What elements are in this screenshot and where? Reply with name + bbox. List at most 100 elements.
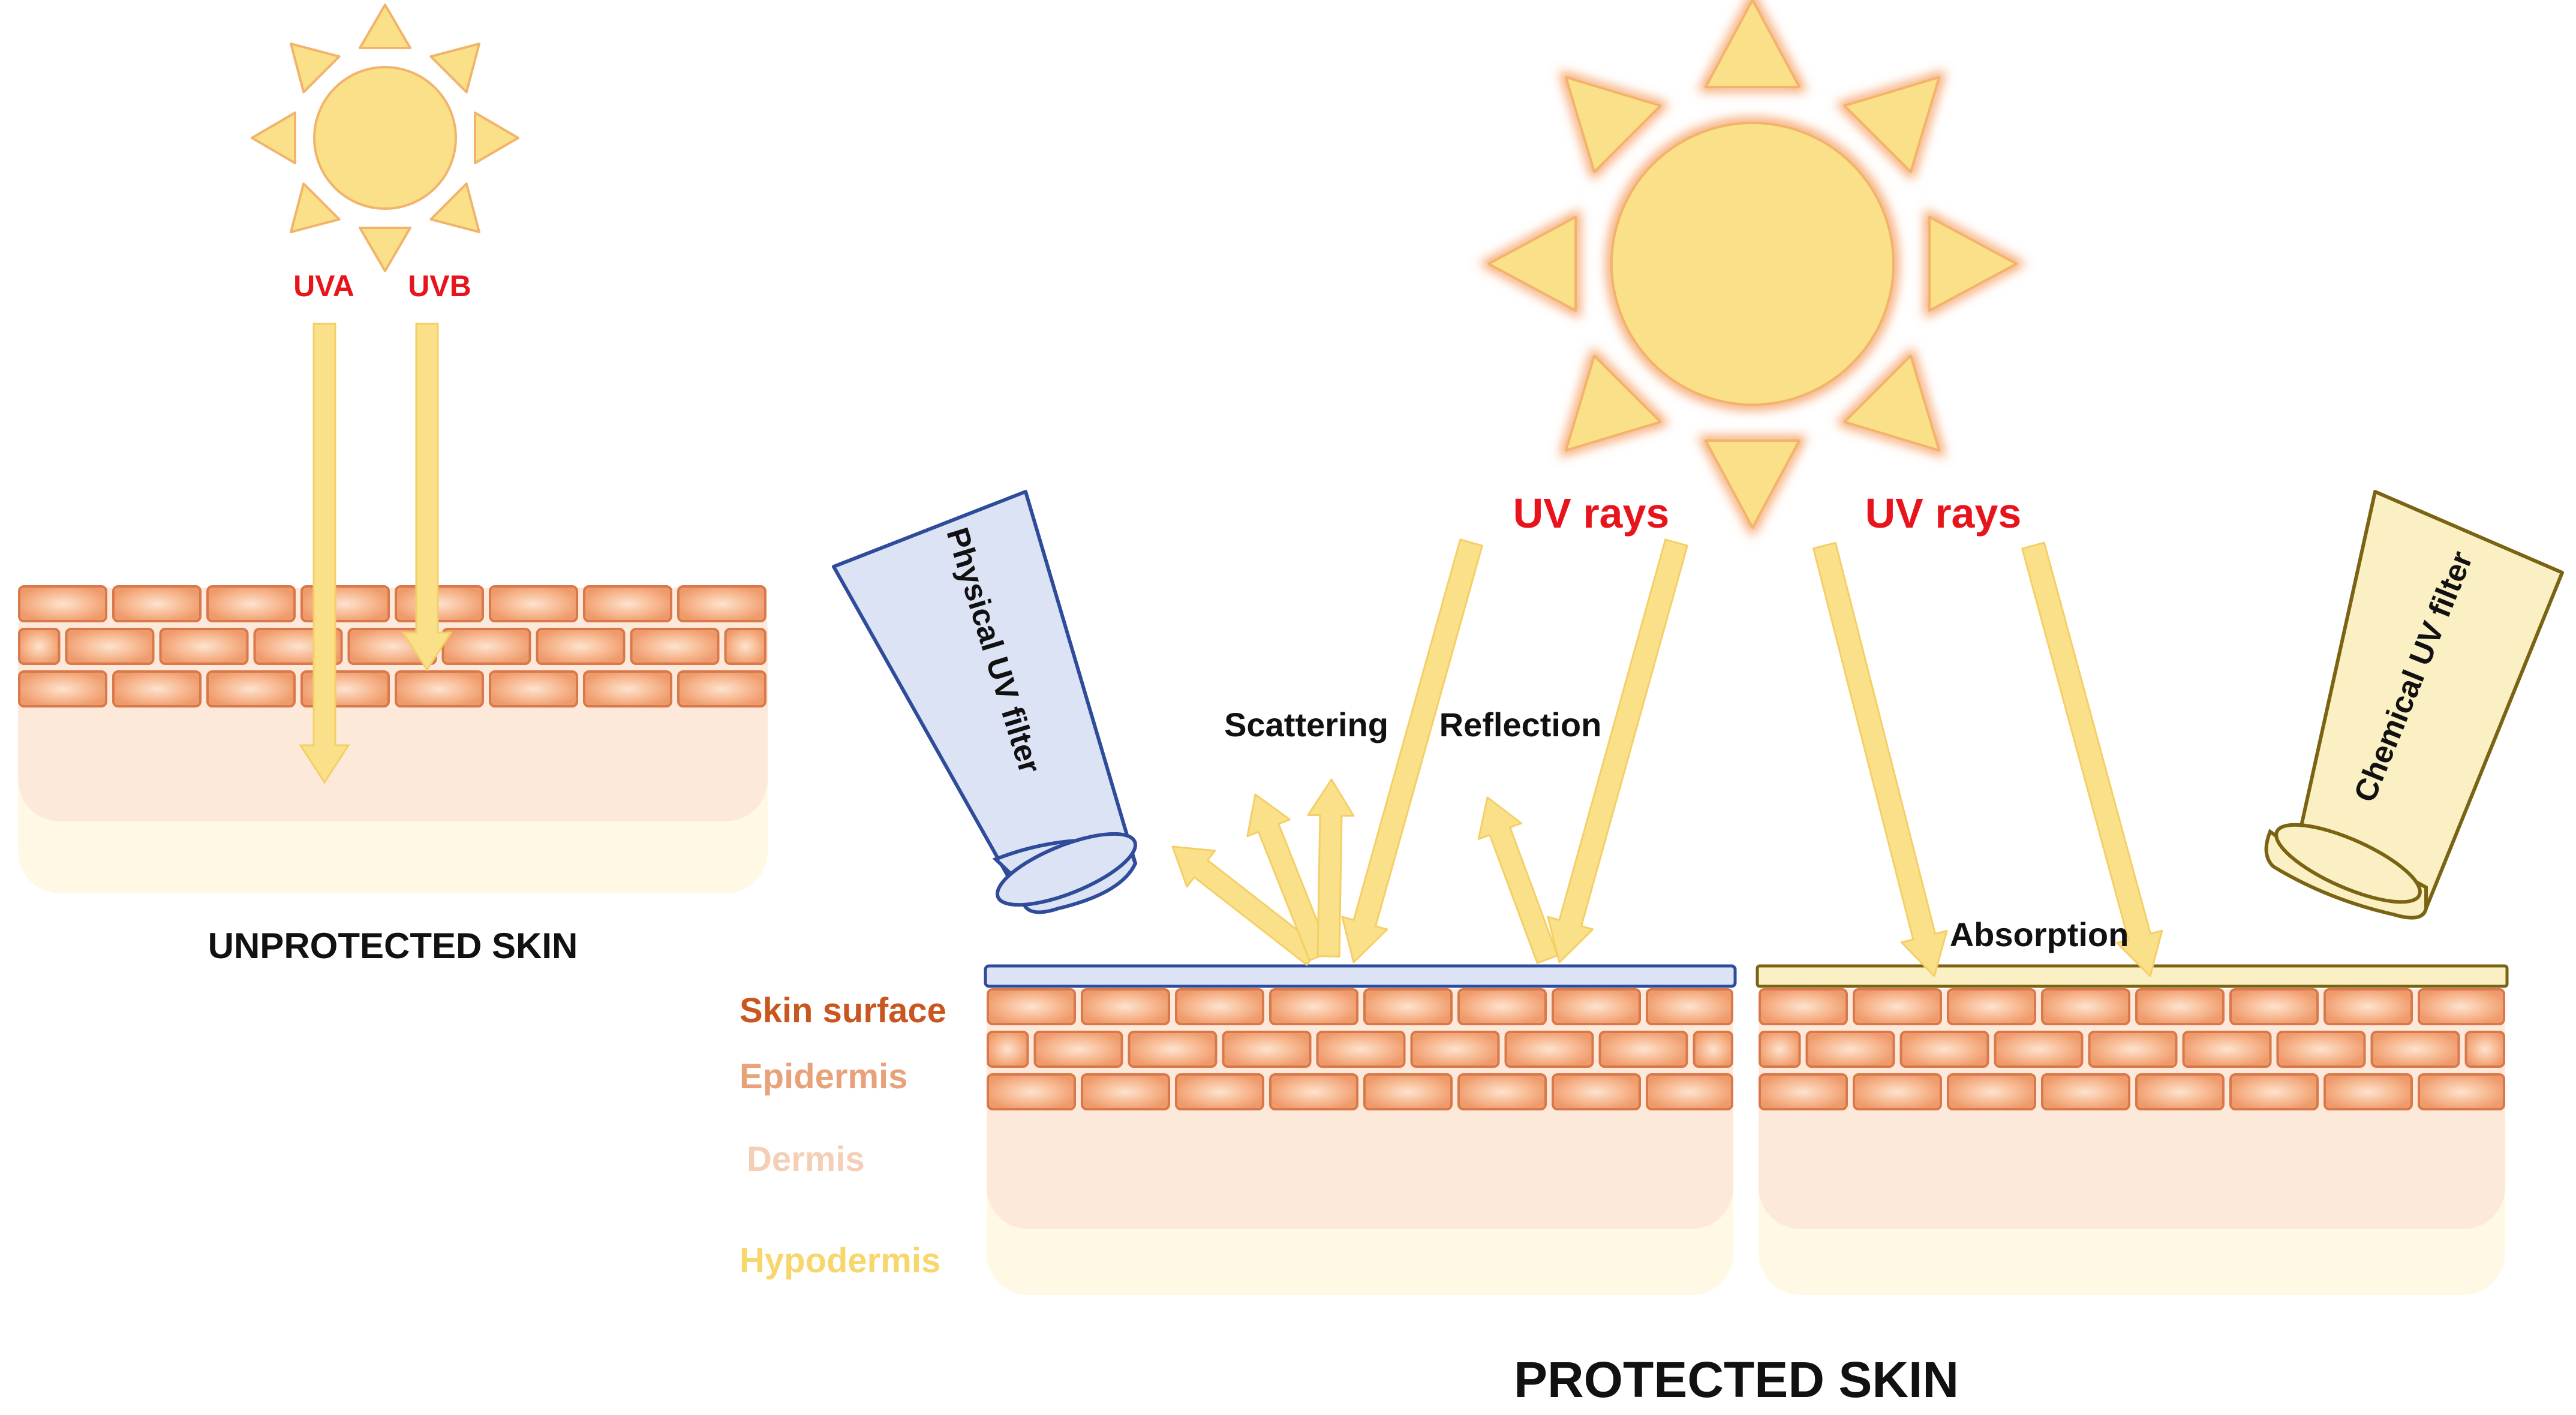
dermis-label: Dermis — [747, 1140, 865, 1179]
skin-cell-brick — [1994, 1031, 2084, 1068]
skin-cell-brick — [2323, 988, 2413, 1025]
skin-cell-brick — [2135, 988, 2225, 1025]
skin-cell-brick — [2370, 1031, 2460, 1068]
skin-cell-brick — [1552, 1073, 1641, 1110]
sun-ray — [429, 182, 480, 233]
skin-cell-brick — [206, 585, 296, 622]
skin-cell-brick — [1269, 988, 1358, 1025]
hypodermis-label: Hypodermis — [740, 1241, 940, 1280]
sun-ray — [290, 182, 341, 233]
sun-disc — [313, 66, 457, 210]
skin-cell-brick — [1175, 988, 1264, 1025]
skin-cell-brick — [1410, 1031, 1500, 1068]
skin-cell-brick — [1853, 988, 1942, 1025]
epidermis-label: Epidermis — [740, 1057, 907, 1096]
skin-cell-brick — [441, 628, 531, 665]
physical-filter-film — [984, 964, 1737, 988]
skin-cell-brick — [677, 670, 767, 708]
skin-cell-brick — [1899, 1031, 1989, 1068]
protected-skin-physical-panel — [984, 964, 1737, 1295]
skin-cell-brick — [1598, 1031, 1688, 1068]
incoming-uv-ray — [1341, 538, 1483, 964]
skin-cell-brick — [1759, 988, 1848, 1025]
skin-cell-brick — [987, 988, 1076, 1025]
skin-cell-brick — [1759, 1031, 1801, 1068]
sun-ray — [474, 112, 519, 164]
skin-cell-brick — [2276, 1031, 2366, 1068]
uv-rays-right-label: UV rays — [1865, 490, 2022, 537]
skin-cell-brick — [1363, 1073, 1453, 1110]
sun-icon-large — [1478, 0, 2027, 538]
skin-cell-brick — [489, 585, 578, 622]
sun-ray — [1564, 354, 1662, 452]
skin-cell-brick — [1947, 1073, 2036, 1110]
skin-cell-brick — [2088, 1031, 2178, 1068]
skin-cell-brick — [206, 670, 296, 708]
skin-cell-brick — [987, 1073, 1076, 1110]
chemical-uv-filter-tube: Chemical UV filter — [2264, 490, 2564, 920]
skin-cell-brick — [1269, 1073, 1358, 1110]
skin-cell-brick — [583, 670, 672, 708]
absorption-label: Absorption — [1950, 916, 2129, 953]
skin-cell-brick — [536, 628, 626, 665]
skin-cell-brick — [1081, 1073, 1170, 1110]
skin-cell-brick — [1646, 1073, 1733, 1110]
absorbed-uv-ray — [2021, 541, 2163, 977]
protected-skin-title: PROTECTED SKIN — [1514, 1351, 1959, 1408]
skin-cell-brick — [1646, 988, 1733, 1025]
skin-cell-brick — [1033, 1031, 1123, 1068]
uva-label: UVA — [293, 269, 354, 303]
sun-ray — [251, 112, 296, 164]
sun-ray — [429, 43, 480, 94]
skin-cell-brick — [1504, 1031, 1594, 1068]
sun-ray — [359, 4, 411, 49]
skin-cell-brick — [65, 628, 155, 665]
skin-cell-brick — [2464, 1031, 2505, 1068]
skin-cell-brick — [1947, 988, 2036, 1025]
uv-rays-protected — [1171, 538, 2163, 977]
uv-rays-left-label: UV rays — [1513, 490, 1670, 537]
skin-cell-brick — [583, 585, 672, 622]
skin-cell-brick — [2229, 988, 2319, 1025]
skin-cell-brick — [1457, 988, 1547, 1025]
skin-surface-label: Skin surface — [740, 991, 946, 1030]
skin-cell-brick — [1853, 1073, 1942, 1110]
skin-cell-brick — [395, 585, 484, 622]
skin-cell-brick — [18, 585, 107, 622]
absorbed-uv-ray — [1812, 541, 1948, 977]
sun-ray — [1487, 216, 1577, 312]
chemical-filter-film — [1756, 964, 2509, 988]
reflected-ray — [1477, 796, 1559, 964]
skin-cell-brick — [2323, 1073, 2413, 1110]
sun-ray — [1705, 0, 1801, 88]
sun-ray — [1564, 76, 1662, 173]
skin-cell-brick — [2418, 1073, 2505, 1110]
skin-cell-brick — [18, 628, 61, 665]
scattered-ray — [1246, 793, 1331, 962]
sun-ray — [290, 43, 341, 94]
physical-uv-filter-tube: Physical UV filter — [832, 490, 1138, 914]
skin-cell-brick — [1552, 988, 1641, 1025]
skin-cell-brick — [2041, 1073, 2130, 1110]
sun-icon — [251, 4, 519, 272]
skin-cell-brick — [1363, 988, 1453, 1025]
sun-ray — [359, 227, 411, 272]
sun-ray — [1843, 354, 1941, 452]
skin-cell-brick — [112, 670, 202, 708]
skin-cell-brick — [1175, 1073, 1264, 1110]
incoming-uv-ray — [1547, 538, 1688, 964]
skin-cell-brick — [489, 670, 578, 708]
skin-cell-brick — [1805, 1031, 1895, 1068]
skin-cell-brick — [1222, 1031, 1312, 1068]
skin-cell-brick — [1316, 1031, 1406, 1068]
sun-ray — [1705, 439, 1801, 529]
unprotected-skin-title: UNPROTECTED SKIN — [208, 926, 578, 966]
skin-cell-brick — [159, 628, 249, 665]
uvb-label: UVB — [408, 269, 471, 303]
scattered-ray — [1307, 778, 1355, 958]
skin-cell-brick — [724, 628, 767, 665]
skin-cell-brick — [18, 670, 107, 708]
reflection-label: Reflection — [1439, 706, 1602, 743]
skin-cell-brick — [1457, 1073, 1547, 1110]
